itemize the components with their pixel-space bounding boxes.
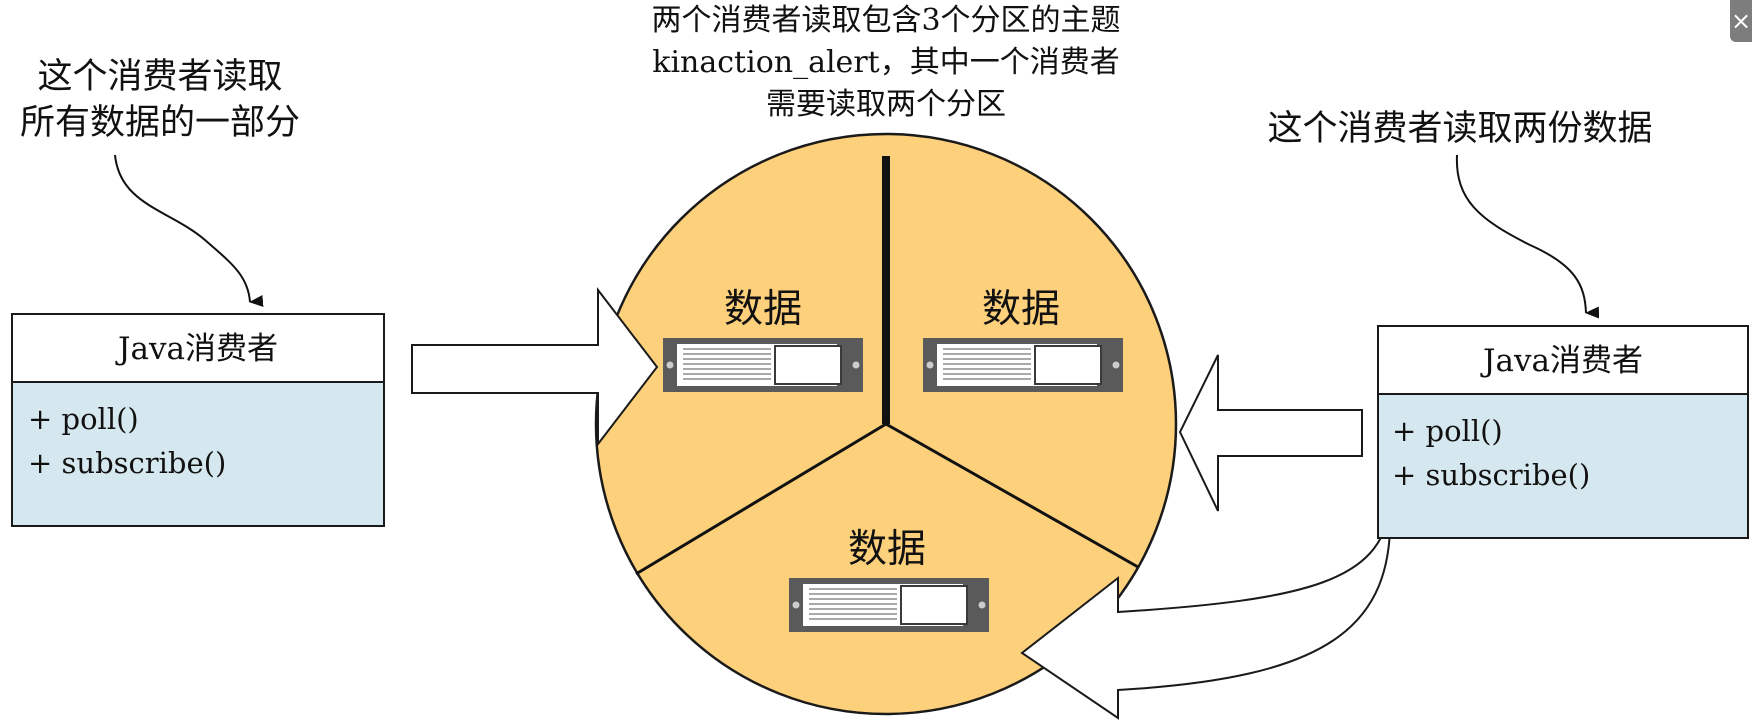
partition-divider-right <box>885 422 1139 569</box>
partition-divider-left <box>635 422 887 576</box>
left-consumer-arrow <box>411 287 659 447</box>
partition-2: 数据 <box>923 287 1123 392</box>
left-annotation: 这个消费者读取 所有数据的一部分 <box>20 57 300 308</box>
partition-2-segment-icon <box>923 338 1123 392</box>
left-consumer-method-poll: + poll() <box>28 402 139 436</box>
left-consumer-box: Java消费者 + poll() + subscribe() <box>11 313 385 527</box>
partition-3: 数据 <box>789 527 989 632</box>
left-annotation-line1: 这个消费者读取 <box>37 57 282 97</box>
close-icon[interactable]: × <box>1730 0 1752 42</box>
left-consumer-method-subscribe: + subscribe() <box>28 446 226 480</box>
topic-title-line2: kinaction_alert，其中一个消费者 <box>652 45 1119 80</box>
right-consumer-header <box>1377 325 1749 395</box>
right-annotation-pointer <box>1455 154 1600 319</box>
right-consumer-method-subscribe: + subscribe() <box>1392 458 1590 492</box>
right-consumer-arrow <box>1178 354 1363 512</box>
topic-title-line1: 两个消费者读取包含3个分区的主题 <box>651 3 1120 38</box>
right-consumer-box: Java消费者 + poll() + subscribe() <box>1377 325 1749 539</box>
partition-2-label: 数据 <box>982 287 1060 332</box>
left-consumer-body <box>11 381 385 527</box>
partition-1-segment-icon <box>663 338 863 392</box>
topic-title-line3: 需要读取两个分区 <box>766 87 1006 122</box>
partition-3-segment-icon <box>789 578 989 632</box>
right-annotation: 这个消费者读取两份数据 <box>1267 109 1653 319</box>
left-consumer-title: Java消费者 <box>115 331 278 367</box>
topic-circle <box>594 132 1178 716</box>
right-annotation-line1: 这个消费者读取两份数据 <box>1267 109 1652 149</box>
partition-1: 数据 <box>663 287 863 392</box>
curved-consumer-arrow <box>1020 507 1392 720</box>
partition-3-label: 数据 <box>848 527 926 572</box>
topic-title: 两个消费者读取包含3个分区的主题 kinaction_alert，其中一个消费者… <box>651 3 1120 122</box>
right-consumer-body <box>1377 393 1749 539</box>
partition-1-label: 数据 <box>724 287 802 332</box>
right-consumer-method-poll: + poll() <box>1392 414 1503 448</box>
left-annotation-line2: 所有数据的一部分 <box>20 103 300 143</box>
left-annotation-pointer <box>114 154 264 308</box>
right-consumer-title: Java消费者 <box>1480 343 1643 379</box>
